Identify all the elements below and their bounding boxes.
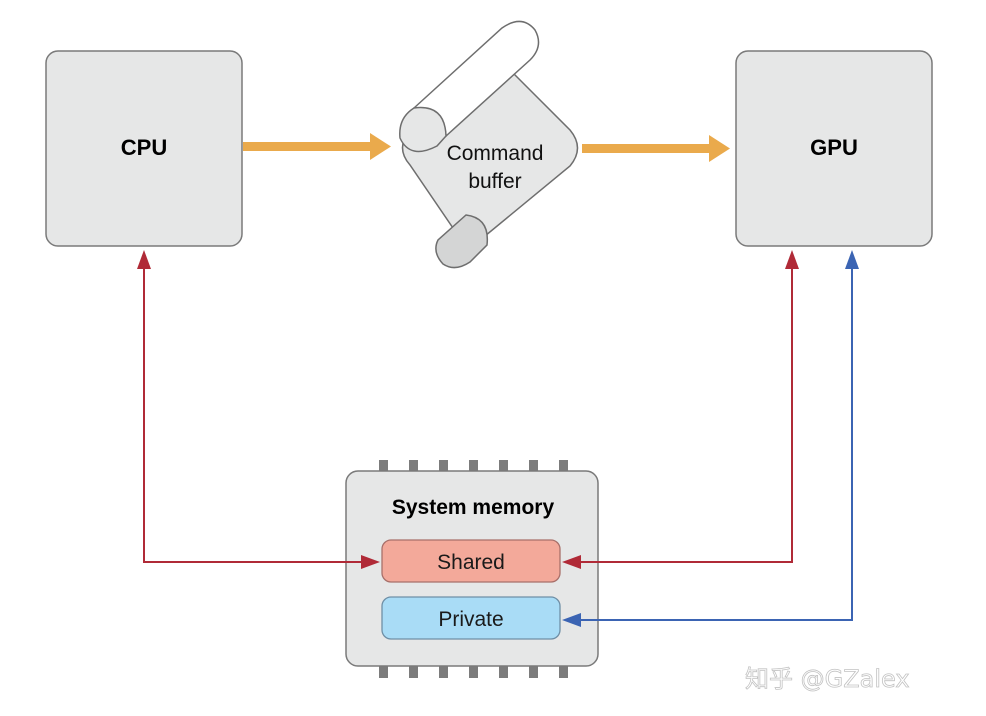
chip-pin bbox=[529, 460, 538, 472]
chip-pin bbox=[439, 460, 448, 472]
command-buffer-label-line2: buffer bbox=[468, 170, 521, 193]
watermark: 知乎 @GZalex bbox=[745, 665, 910, 693]
command-buffer-to-gpu-arrow bbox=[582, 135, 730, 162]
chip-pin bbox=[469, 460, 478, 472]
chip-pin bbox=[529, 666, 538, 678]
shared-region-label: Shared bbox=[437, 551, 505, 574]
cpu-chip: CPU bbox=[45, 50, 243, 247]
cpu-to-command-buffer-arrow bbox=[243, 133, 391, 160]
shared-region: Shared bbox=[381, 539, 561, 583]
arrow-shaft bbox=[243, 142, 371, 151]
private-region-box bbox=[381, 596, 561, 640]
link-line bbox=[576, 266, 853, 621]
arrow-head-up-gpu bbox=[845, 250, 859, 269]
scroll-bottom-curl bbox=[435, 214, 489, 269]
arrow-head-into-shared bbox=[361, 555, 380, 569]
chip-pin bbox=[469, 666, 478, 678]
cpu-label: CPU bbox=[121, 135, 167, 160]
chip-pin bbox=[559, 666, 568, 678]
link-line bbox=[143, 266, 366, 563]
gpu-label: GPU bbox=[810, 135, 858, 160]
chip-pin bbox=[409, 460, 418, 472]
private-region-label: Private bbox=[438, 608, 503, 631]
scroll-top-roll-end bbox=[399, 106, 447, 153]
cpu-shared-link bbox=[137, 250, 380, 569]
chip-pin bbox=[379, 666, 388, 678]
chip-pin bbox=[409, 666, 418, 678]
arrow-head bbox=[370, 133, 391, 160]
chip-pin bbox=[499, 460, 508, 472]
chip-pin bbox=[559, 460, 568, 472]
chip-pin bbox=[499, 666, 508, 678]
gpu-chip: GPU bbox=[735, 50, 933, 247]
shared-region-box bbox=[381, 539, 561, 583]
gpu-private-link bbox=[562, 250, 859, 627]
command-buffer-scroll: Command buffer bbox=[399, 20, 579, 269]
system-memory-pins bbox=[379, 460, 568, 678]
link-line bbox=[576, 266, 793, 563]
gpu-chip-body bbox=[735, 50, 933, 247]
gpu-shared-link bbox=[562, 250, 799, 569]
arrow-head-up-cpu bbox=[137, 250, 151, 269]
chip-pin bbox=[379, 460, 388, 472]
arrow-head bbox=[709, 135, 730, 162]
system-memory-title: System memory bbox=[392, 496, 555, 519]
arrow-head-into-shared bbox=[562, 555, 581, 569]
arrow-head-into-private bbox=[562, 613, 581, 627]
cpu-chip-body bbox=[45, 50, 243, 247]
command-buffer-label-line1: Command bbox=[447, 142, 544, 165]
system-memory-chip: System memory Shared Private bbox=[345, 460, 599, 678]
arrow-shaft bbox=[582, 144, 710, 153]
arrow-head-up-gpu bbox=[785, 250, 799, 269]
chip-pin bbox=[439, 666, 448, 678]
private-region: Private bbox=[381, 596, 561, 640]
